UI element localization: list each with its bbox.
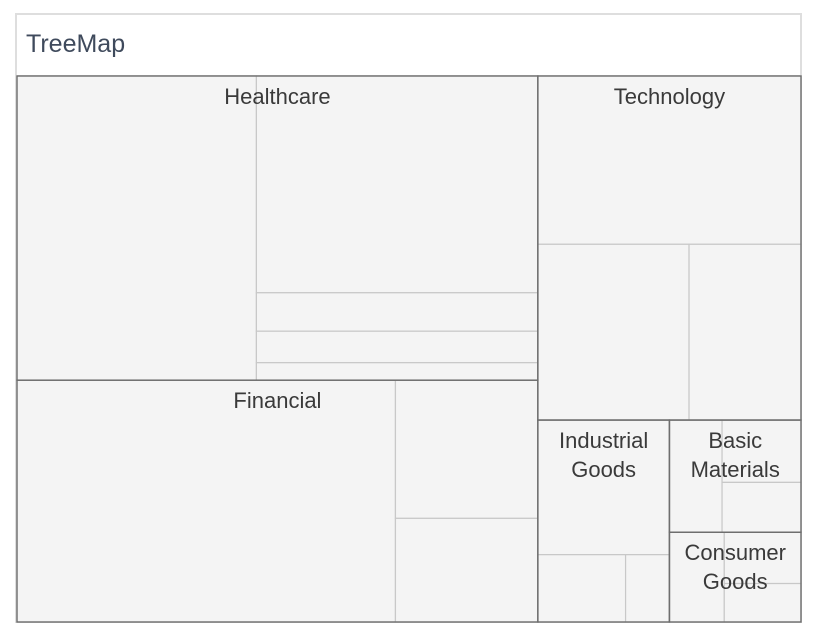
treemap-tile-financial-3[interactable] bbox=[394, 517, 539, 623]
treemap-tile-technology-3[interactable] bbox=[688, 243, 802, 421]
treemap-tile-healthcare-5[interactable] bbox=[255, 362, 539, 381]
group-label-financial: Financial bbox=[233, 388, 321, 413]
treemap-tile-healthcare-4[interactable] bbox=[255, 330, 539, 364]
treemap-tile-industrial-goods-2[interactable] bbox=[537, 554, 627, 623]
group-label-basic-materials-line1: Basic bbox=[708, 428, 762, 453]
group-label-industrial-goods-line2: Goods bbox=[571, 457, 636, 482]
group-label-basic-materials-line2: Materials bbox=[691, 457, 780, 482]
treemap-tiles bbox=[16, 75, 802, 623]
treemap-tile-financial-2[interactable] bbox=[394, 379, 539, 519]
treemap-tile-technology-2[interactable] bbox=[537, 243, 690, 421]
group-label-healthcare: Healthcare bbox=[224, 84, 330, 109]
treemap-tile-healthcare-3[interactable] bbox=[255, 292, 539, 332]
treemap-group-consumer-goods[interactable] bbox=[668, 531, 802, 623]
treemap-tile-financial-1[interactable] bbox=[16, 379, 397, 623]
treemap-tile-healthcare-1[interactable] bbox=[16, 75, 258, 381]
treemap-tile-industrial-goods-3[interactable] bbox=[624, 554, 671, 623]
treemap-group-borders bbox=[16, 75, 802, 623]
treemap-tile-consumer-goods-3[interactable] bbox=[723, 582, 802, 623]
group-label-technology: Technology bbox=[614, 84, 725, 109]
treemap-tile-basic-materials-3[interactable] bbox=[721, 481, 802, 533]
group-label-industrial-goods-line1: Industrial bbox=[559, 428, 648, 453]
group-label-consumer-goods-line1: Consumer bbox=[684, 540, 785, 565]
treemap-tile-industrial-goods-1[interactable] bbox=[537, 419, 671, 556]
group-label-consumer-goods-line2: Goods bbox=[703, 569, 768, 594]
treemap-tile-technology-1[interactable] bbox=[537, 75, 802, 245]
chart-title: TreeMap bbox=[26, 30, 126, 58]
